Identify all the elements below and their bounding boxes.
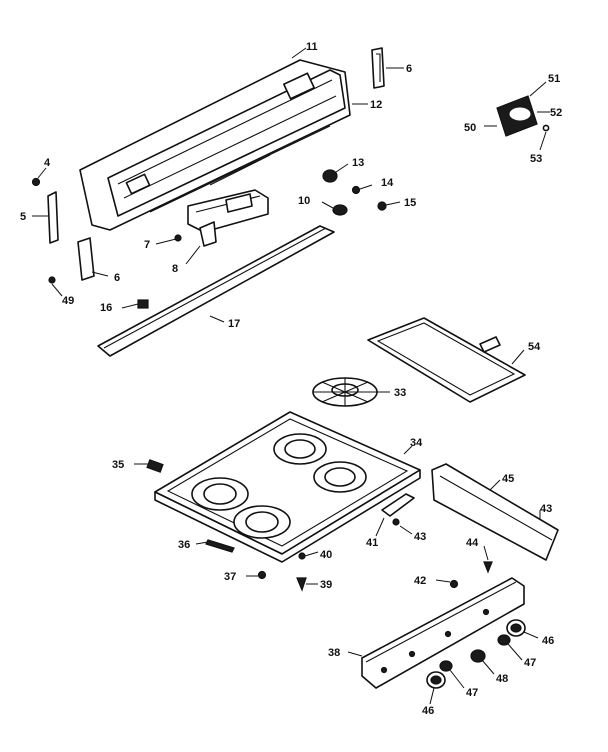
screw-15: [377, 201, 387, 211]
callout-11: 11: [306, 41, 318, 53]
callout-44: 44: [466, 537, 479, 549]
knob-48: [470, 649, 486, 663]
end-cap-lower: [77, 237, 95, 281]
screw-49: [48, 276, 56, 284]
callout-37: 37: [224, 571, 236, 583]
callout-35: 35: [112, 459, 124, 471]
callout-40: 40: [320, 549, 332, 561]
side-bracket: [431, 463, 559, 561]
callout-46-right: 46: [542, 635, 554, 647]
callout-numbers: 11 6 51 12 52 50 53 4 13 14 10 15 5 7 6 …: [20, 41, 562, 717]
callout-48: 48: [496, 673, 508, 685]
callout-49: 49: [62, 295, 74, 307]
callout-13: 13: [352, 157, 364, 169]
callout-50: 50: [464, 122, 476, 134]
callout-46-left: 46: [422, 705, 434, 717]
callout-36: 36: [178, 539, 190, 551]
callout-42: 42: [414, 575, 426, 587]
callout-52: 52: [550, 107, 562, 119]
trim-strip: [97, 225, 335, 357]
callout-15: 15: [404, 197, 416, 209]
knob-47-right: [497, 634, 511, 646]
bracket-41: [381, 493, 415, 517]
cooktop: [154, 411, 421, 563]
manifold-bracket: [187, 189, 269, 247]
knob-46-left: [426, 671, 446, 689]
screw-4: [31, 177, 41, 187]
callout-6-upper: 6: [406, 63, 412, 75]
callout-34: 34: [410, 437, 423, 449]
knob-46-right: [506, 619, 526, 637]
callout-47-left: 47: [466, 687, 478, 699]
clip-16: [137, 299, 149, 309]
badge-assembly: [496, 95, 550, 137]
screw-43-left: [392, 518, 400, 526]
callout-54: 54: [528, 341, 541, 353]
callout-53: 53: [530, 153, 542, 165]
callout-47-right: 47: [524, 657, 536, 669]
callout-43-left: 43: [414, 531, 426, 543]
callout-33: 33: [394, 387, 406, 399]
clip-36: [205, 539, 235, 553]
burner-grate: [312, 377, 378, 407]
callout-4: 4: [44, 157, 51, 169]
callout-16: 16: [100, 302, 112, 314]
callout-10: 10: [298, 195, 310, 207]
screw-14: [351, 185, 361, 195]
clip-40: [298, 552, 306, 560]
callout-14: 14: [381, 177, 394, 189]
lower-control-panel: [361, 577, 525, 689]
drip-tray: [367, 317, 526, 403]
callout-12: 12: [370, 99, 382, 111]
callout-8: 8: [172, 263, 178, 275]
screw-7: [174, 234, 182, 242]
bolt-35: [146, 459, 164, 473]
knob-10: [332, 204, 348, 216]
screw-39: [296, 577, 307, 592]
screw-37: [257, 570, 267, 580]
callout-6-lower: 6: [114, 272, 120, 284]
callout-51: 51: [548, 73, 560, 85]
callout-43-right: 43: [540, 503, 552, 515]
knob-13: [322, 169, 338, 183]
screw-42: [449, 579, 459, 589]
callout-38: 38: [328, 647, 340, 659]
end-cap-right-upper: [371, 47, 385, 89]
knob-47-left: [439, 660, 453, 672]
callout-5: 5: [20, 211, 26, 223]
callout-17: 17: [228, 318, 240, 330]
callout-7: 7: [144, 239, 150, 251]
end-cap-left: [47, 191, 59, 244]
callout-41: 41: [366, 537, 378, 549]
backguard-panel: [79, 59, 351, 231]
callout-39: 39: [320, 579, 332, 591]
leader-lines: [32, 47, 550, 705]
callout-45: 45: [502, 473, 514, 485]
screw-44: [483, 561, 493, 574]
